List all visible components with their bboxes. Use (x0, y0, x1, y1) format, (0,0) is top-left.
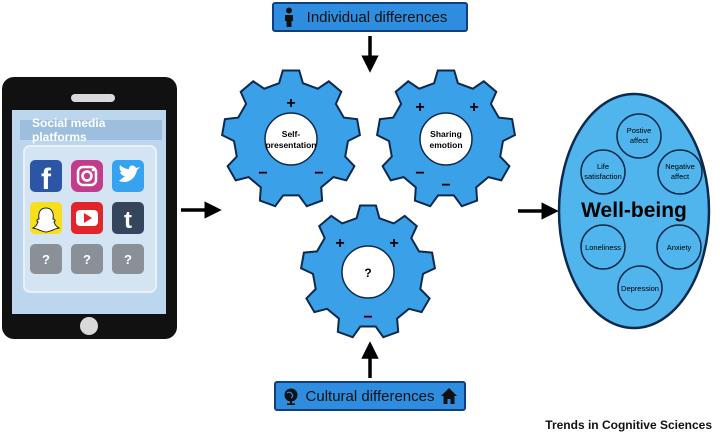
phone-home-button (80, 317, 98, 335)
gear-label-self-line1: Self- (282, 129, 301, 139)
gear-hub (419, 112, 473, 166)
gear-label-sharing-line1: Sharing (430, 129, 462, 139)
instagram-icon (71, 160, 103, 192)
depression-label: Depression (621, 284, 659, 293)
wellbeing-item-negative-affect: Negative affect (657, 149, 703, 195)
cultural-differences-box: Cultural differences (274, 381, 466, 411)
wellbeing-item-life-satisfaction: Life satisfaction (580, 149, 626, 195)
phone-title: Social media platforms (20, 116, 162, 144)
plus-sign: + (415, 99, 424, 116)
unknown-app-label: ? (124, 252, 132, 267)
wellbeing-item-depression: Depression (617, 265, 663, 311)
gear-label-unknown: ? (364, 266, 371, 280)
unknown-app-icon: ? (71, 244, 103, 274)
tumblr-icon: t (112, 202, 144, 234)
youtube-icon (71, 202, 103, 234)
footer-credit: Trends in Cognitive Sciences (545, 418, 712, 432)
wellbeing-item-loneliness: Loneliness (580, 224, 626, 270)
individual-differences-label: Individual differences (306, 8, 448, 26)
plus-sign: + (469, 99, 478, 116)
minus-sign: − (314, 165, 323, 182)
plus-sign: + (286, 95, 295, 112)
negative-affect-line1: Negative (665, 162, 695, 171)
unknown-app-icon: ? (112, 244, 144, 274)
gear-hub (264, 112, 318, 166)
plus-sign: + (389, 235, 398, 252)
minus-sign: − (363, 309, 372, 326)
loneliness-label: Loneliness (585, 243, 621, 252)
life-satisfaction-line1: Life (597, 162, 609, 171)
minus-sign: − (415, 165, 424, 182)
gear-label-sharing-line2: emotion (429, 140, 462, 150)
phone-title-text: Social media platforms (32, 116, 106, 144)
facebook-icon: f (30, 160, 62, 196)
gear-hub (341, 245, 395, 299)
minus-sign: − (258, 165, 267, 182)
wellbeing-item-anxiety: Anxiety (656, 224, 702, 270)
house-icon (441, 388, 457, 404)
phone-speaker (71, 94, 115, 102)
unknown-app-label: ? (42, 252, 50, 267)
svg-text:t: t (124, 207, 132, 234)
gear-label-self-line2: presentation (265, 140, 316, 150)
unknown-app-label: ? (83, 252, 91, 267)
globe-icon (284, 388, 298, 405)
person-icon (285, 7, 293, 27)
wellbeing-item-positive-affect: Postive affect (616, 113, 662, 159)
individual-differences-box: Individual differences (272, 2, 468, 32)
negative-affect-line2: affect (671, 172, 690, 181)
minus-sign: − (441, 177, 450, 194)
positive-affect-line2: affect (630, 136, 649, 145)
twitter-icon (112, 160, 144, 192)
positive-affect-line1: Postive (627, 126, 652, 135)
wellbeing-title: Well-being (581, 199, 687, 222)
anxiety-label: Anxiety (667, 243, 692, 252)
cultural-differences-label: Cultural differences (305, 387, 435, 405)
snapchat-icon (30, 202, 62, 234)
life-satisfaction-line2: satisfaction (584, 172, 622, 181)
unknown-app-icon: ? (30, 244, 62, 274)
plus-sign: + (335, 235, 344, 252)
svg-text:f: f (41, 163, 52, 196)
